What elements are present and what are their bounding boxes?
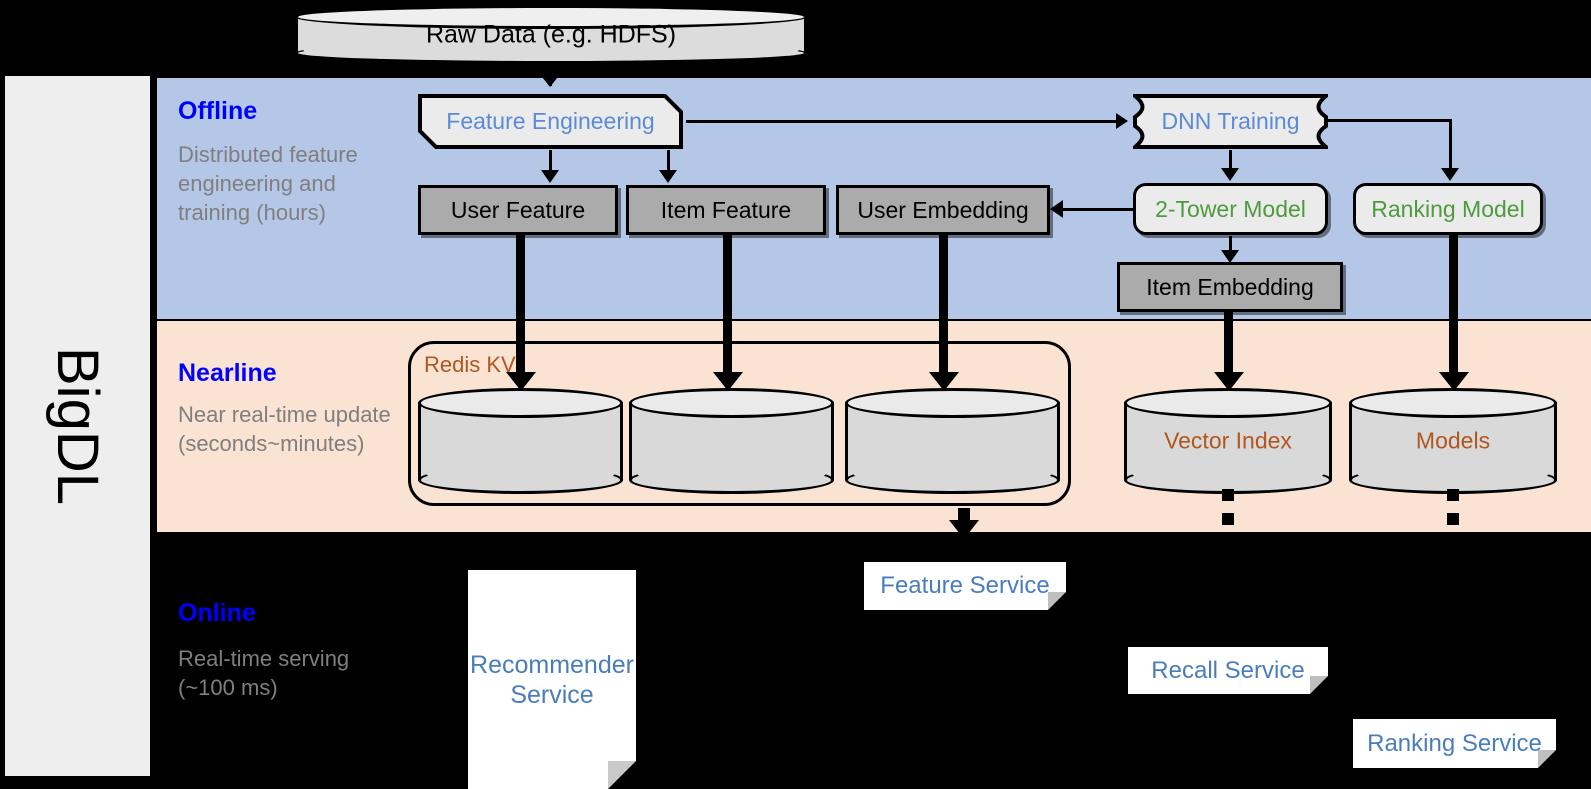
arrowhead-redis-featureservice (949, 520, 979, 539)
arrowhead-fe-dnn (1116, 113, 1128, 129)
arrowhead-userfeature-redis (506, 372, 536, 391)
cylinder-bottom (629, 466, 834, 494)
two-tower-model-node[interactable]: 2-Tower Model (1133, 183, 1328, 235)
pipe-itemembedding-vectorindex (1224, 311, 1233, 384)
connector-stub-rankingservice-2 (1447, 513, 1459, 525)
vector-index-label: Vector Index (1164, 427, 1292, 454)
user-feature-label: User Feature (450, 196, 586, 223)
nearline-stage-title: Nearline (178, 359, 277, 387)
pipe-userembedding-redis (939, 234, 948, 384)
connector-stub-recallservice-1 (1222, 489, 1234, 501)
page-fold-icon (608, 761, 636, 789)
models-label: Models (1415, 427, 1491, 454)
raw-data-datastore: Raw Data (e.g. HDFS) (295, 5, 807, 64)
cylinder-bottom (845, 466, 1060, 494)
cylinder-top (418, 388, 623, 418)
edge-dnn-ranking-v (1449, 119, 1452, 173)
recommender-service-label: Recommender Service (470, 650, 634, 709)
edge-dnn-twotower (1229, 150, 1232, 172)
arrowhead-dnn-twotower (1221, 168, 1239, 181)
offline-stage-desc: Distributed feature engineering and trai… (178, 142, 358, 225)
cylinder-top (1124, 388, 1332, 418)
recall-service-node[interactable]: Recall Service (1128, 647, 1328, 694)
connector-stub-rankingservice-1 (1447, 489, 1459, 501)
cylinder-bottom (418, 466, 623, 494)
recommender-service-node[interactable]: Recommender Service (468, 570, 636, 789)
feature-service-label: Feature Service (880, 572, 1050, 599)
cylinder-top (845, 388, 1060, 418)
arrowhead-fe-itemfeature (659, 170, 677, 183)
online-stage-desc: Real-time serving (~100 ms) (178, 646, 350, 700)
arrowhead-fe-userfeature (541, 170, 559, 183)
user-feature-node[interactable]: User Feature (418, 185, 618, 235)
item-feature-datastore[interactable] (629, 388, 834, 494)
edge-twotower-userembedding (1062, 208, 1134, 211)
pipe-userfeature-redis (516, 234, 525, 384)
feature-engineering-label: Feature Engineering (446, 108, 655, 134)
bigdl-logo-label: BigDL (5, 76, 150, 776)
cylinder-top (295, 5, 807, 29)
redis-kv-group (408, 341, 1071, 506)
arrowhead-rawdata-fe (535, 68, 565, 87)
item-feature-node[interactable]: Item Feature (626, 185, 826, 235)
bigdl-text: BigDL (45, 347, 110, 505)
edge-fe-itemfeature (667, 150, 670, 173)
page-fold-icon (1310, 676, 1328, 694)
user-embedding-node[interactable]: User Embedding (836, 185, 1050, 235)
arrowhead-twotower-userembedding (1050, 200, 1063, 218)
ranking-model-node[interactable]: Ranking Model (1353, 183, 1543, 235)
edge-fe-userfeature (549, 150, 552, 173)
page-fold-icon (1538, 750, 1556, 768)
connector-stub-featureservice (958, 508, 970, 520)
feature-service-node[interactable]: Feature Service (864, 562, 1066, 610)
user-embedding-label: User Embedding (857, 196, 1029, 223)
feature-engineering-shape (418, 94, 683, 149)
cylinder-top (1349, 388, 1557, 418)
item-feature-label: Item Feature (660, 196, 792, 223)
pipe-itemfeature-redis (723, 234, 732, 384)
edge-fe-dnn (686, 120, 1116, 123)
ranking-service-node[interactable]: Ranking Service (1353, 719, 1556, 768)
arrowhead-itemfeature-redis (713, 372, 743, 391)
arrowhead-dnn-ranking (1441, 168, 1459, 181)
nearline-stage-desc: Near real-time update (seconds~minutes) (178, 402, 391, 456)
arrowhead-userembedding-redis (929, 372, 959, 391)
online-stage-title: Online (178, 599, 256, 627)
arrowhead-itemembedding-vectorindex (1214, 372, 1244, 391)
dnn-training-label: DNN Training (1161, 108, 1300, 134)
vector-index-datastore[interactable]: Vector Index (1124, 388, 1332, 494)
user-feature-datastore[interactable] (418, 388, 623, 494)
item-embedding-node[interactable]: Item Embedding (1117, 262, 1343, 312)
edge-dnn-ranking-h (1328, 119, 1452, 122)
cylinder-top (629, 388, 834, 418)
ranking-service-label: Ranking Service (1367, 729, 1542, 757)
recall-service-label: Recall Service (1151, 656, 1305, 684)
feature-engineering-node[interactable]: Feature Engineering (418, 94, 683, 149)
cylinder-bottom (295, 42, 807, 64)
redis-kv-label: Redis KV (424, 352, 516, 377)
connector-stub-recallservice-2 (1222, 513, 1234, 525)
raw-data-label: Raw Data (e.g. HDFS) (425, 20, 677, 48)
arrowhead-rankingmodel-models (1439, 372, 1469, 391)
offline-stage-title: Offline (178, 97, 258, 125)
user-embedding-datastore[interactable] (845, 388, 1060, 494)
bigdl-sidebar: BigDL (5, 76, 150, 776)
arrowhead-twotower-itemembedding (1221, 250, 1239, 263)
dnn-training-shape (1133, 94, 1328, 149)
models-datastore[interactable]: Models (1349, 388, 1557, 494)
two-tower-model-label: 2-Tower Model (1155, 195, 1306, 222)
page-fold-icon (1048, 592, 1066, 610)
pipe-rankingmodel-models (1449, 234, 1458, 384)
ranking-model-label: Ranking Model (1371, 195, 1525, 222)
item-embedding-label: Item Embedding (1146, 273, 1314, 300)
edge-twotower-itemembedding (1229, 236, 1232, 258)
dnn-training-node[interactable]: DNN Training (1133, 94, 1328, 149)
